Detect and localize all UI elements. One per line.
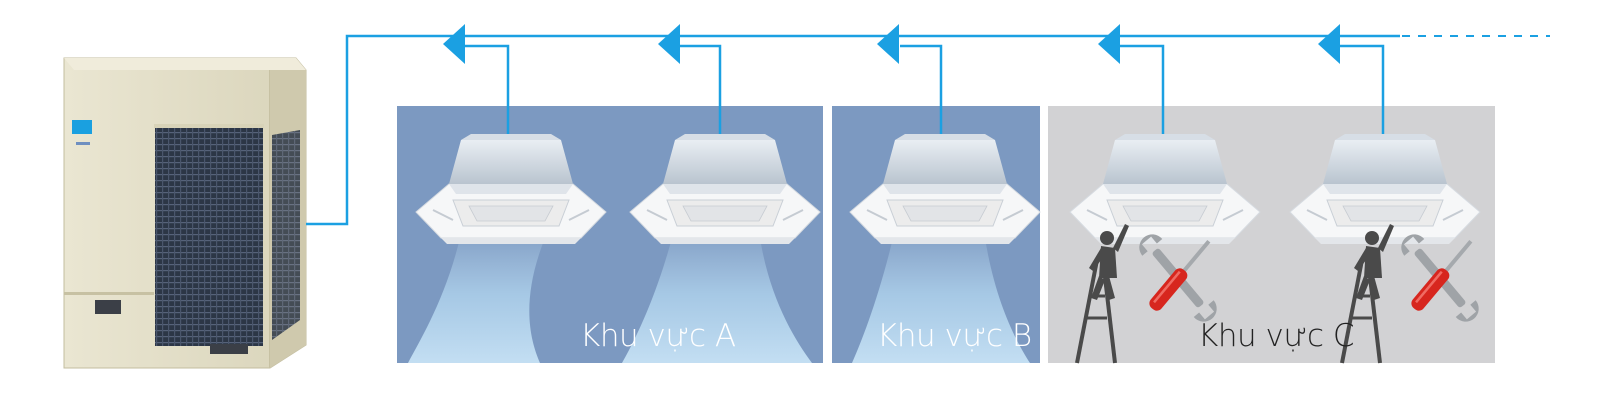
- flow-arrow-2: [658, 24, 680, 64]
- airflow-zone-a-2: [622, 238, 812, 363]
- airflow-zone-a-1: [408, 238, 545, 363]
- brand-logo-icon: [72, 120, 92, 134]
- zone-c-label: Khu vực C: [1198, 318, 1355, 354]
- flow-arrow-5: [1318, 24, 1340, 64]
- airflow-zone-b: [852, 238, 1030, 363]
- zone-b-label: Khu vực B: [877, 318, 1032, 354]
- zone-a-label: Khu vực A: [580, 318, 736, 354]
- flow-arrow-3: [877, 24, 899, 64]
- fan-grille: [155, 124, 263, 346]
- flow-arrow-4: [1098, 24, 1120, 64]
- outdoor-unit: [63, 57, 307, 369]
- refrigerant-pipe: [306, 34, 1400, 226]
- flow-arrow-1: [443, 24, 465, 64]
- flow-arrows: [443, 24, 1340, 64]
